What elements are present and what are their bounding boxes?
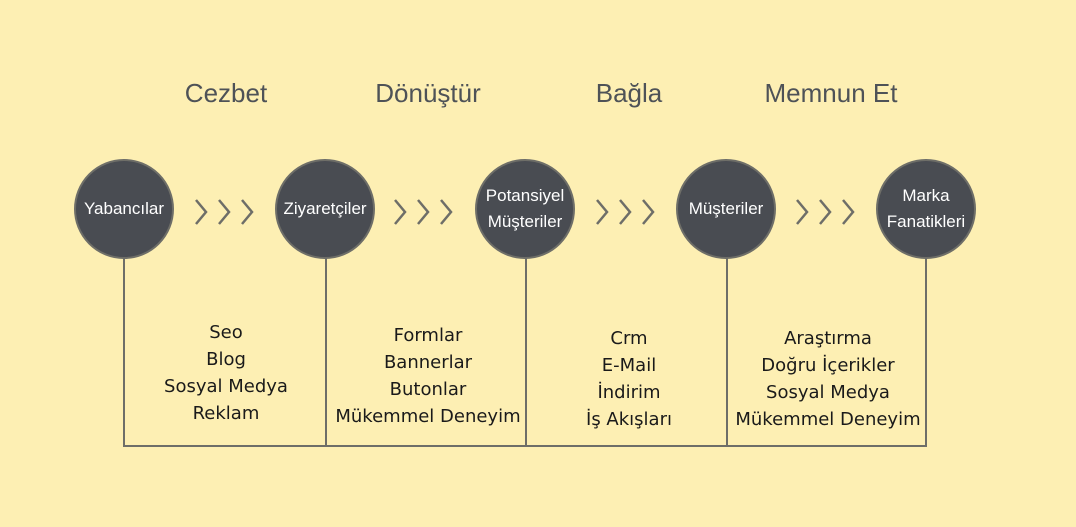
stage-title-cezbet: Cezbet <box>184 78 268 108</box>
list-item: Reklam <box>192 403 260 424</box>
list-item: Mükemmel Deneyim <box>735 409 921 430</box>
list-item: Doğru İçerikler <box>761 355 895 376</box>
list-item: Bannerlar <box>383 352 473 373</box>
stage-title-donustur: Dönüştür <box>375 78 481 108</box>
list-item: Formlar <box>393 325 463 346</box>
node-potansiyel-musteriler: Potansiyel Müşteriler <box>475 159 575 259</box>
list-bagla: Crm E-Mail İndirim İş Akışları <box>529 325 729 433</box>
chevrons-icon <box>796 199 855 225</box>
list-item: Sosyal Medya <box>164 376 288 397</box>
list-item: Blog <box>206 349 246 370</box>
list-item: İndirim <box>597 382 661 403</box>
node-yabancilar: Yabancılar <box>74 159 174 259</box>
node-musteriler: Müşteriler <box>676 159 776 259</box>
list-item: Butonlar <box>389 379 467 400</box>
node-marka-fanatikleri: Marka Fanatikleri <box>876 159 976 259</box>
list-item: Mükemmel Deneyim <box>335 406 521 427</box>
node-label-line-2: Müşteriler <box>487 212 563 231</box>
list-item: Araştırma <box>784 328 872 349</box>
list-donustur: Formlar Bannerlar Butonlar Mükemmel Dene… <box>328 322 528 430</box>
chevrons-icon <box>596 199 655 225</box>
list-item: Crm <box>610 328 648 349</box>
list-item: E-Mail <box>601 355 657 376</box>
node-label: Yabancılar <box>83 199 164 218</box>
node-label: Müşteriler <box>688 199 764 218</box>
list-item: Sosyal Medya <box>766 382 890 403</box>
chevrons-icon <box>394 199 453 225</box>
node-label-line-2: Fanatikleri <box>886 212 966 231</box>
node-label-line-1: Marka <box>902 186 950 205</box>
list-item: Seo <box>209 322 243 343</box>
node-ziyaretciler: Ziyaretçiler <box>275 159 375 259</box>
stage-title-bagla: Bağla <box>595 78 663 108</box>
node-label: Ziyaretçiler <box>283 199 367 218</box>
stage-title-memnun-et: Memnun Et <box>764 78 898 108</box>
list-item: İş Akışları <box>586 409 672 430</box>
chevrons-icon <box>195 199 254 225</box>
list-cezbet: Seo Blog Sosyal Medya Reklam <box>126 319 326 427</box>
node-label-line-1: Potansiyel <box>485 186 565 205</box>
list-memnun-et: Araştırma Doğru İçerikler Sosyal Medya M… <box>728 325 928 433</box>
